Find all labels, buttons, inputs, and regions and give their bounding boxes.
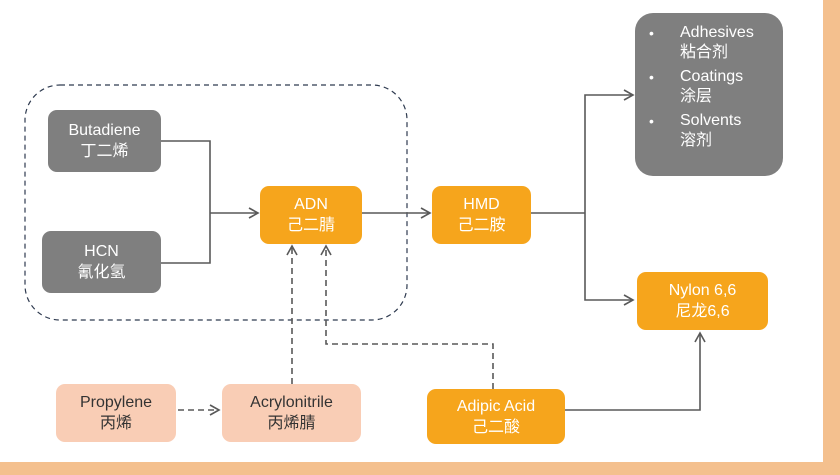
butadiene-connector — [161, 140, 211, 213]
application-cn-label: 涂层 — [680, 88, 713, 105]
hmd-to-nylon-arrow — [584, 213, 635, 306]
bullet-icon: • — [649, 113, 654, 129]
hcn-connector — [161, 213, 211, 264]
page-frame-bottom-border — [0, 462, 840, 475]
propylene-cn-label: 丙烯 — [99, 415, 132, 432]
adipic-acid-to-nylon-arrow — [564, 331, 706, 411]
hmd-cn-label: 己二胺 — [457, 217, 506, 234]
acrylonitrile-cn-label: 丙烯腈 — [267, 415, 316, 432]
adipic-acid-cn-label: 己二酸 — [471, 418, 520, 436]
feedstock-group-outline — [24, 84, 408, 321]
adn-node: ADN 己二腈 — [260, 186, 362, 244]
application-item: • Adhesives 粘合剂 — [635, 23, 783, 67]
application-cn-label: 溶剂 — [680, 132, 713, 149]
hmd-node: HMD 己二胺 — [432, 186, 531, 244]
butadiene-node: Butadiene 丁二烯 — [48, 110, 161, 172]
adipic-acid-en-label: Adipic Acid — [456, 397, 536, 415]
acrylonitrile-node: Acrylonitrile 丙烯腈 — [222, 384, 361, 442]
application-en-label: Coatings — [680, 68, 744, 85]
applications-node: • Adhesives 粘合剂 • Coatings 涂层 • Solvents… — [635, 13, 783, 176]
propylene-en-label: Propylene — [79, 394, 153, 411]
bullet-icon: • — [649, 69, 654, 85]
adipic-acid-node: Adipic Acid 己二酸 — [427, 389, 565, 444]
application-item: • Coatings 涂层 — [635, 67, 783, 111]
hmd-en-label: HMD — [463, 196, 500, 213]
page-frame-right-border — [823, 0, 840, 475]
bullet-icon: • — [649, 25, 654, 41]
application-cn-label: 粘合剂 — [680, 44, 729, 61]
nylon-en-label: Nylon 6,6 — [668, 282, 737, 299]
propylene-node: Propylene 丙烯 — [56, 384, 176, 442]
nylon-node: Nylon 6,6 尼龙6,6 — [637, 272, 768, 330]
hmd-to-applications-arrow — [584, 89, 635, 213]
butadiene-cn-label: 丁二烯 — [80, 143, 129, 160]
adn-cn-label: 己二腈 — [286, 217, 335, 234]
butadiene-en-label: Butadiene — [68, 122, 141, 139]
application-en-label: Solvents — [680, 112, 742, 129]
nylon-cn-label: 尼龙6,6 — [675, 303, 730, 320]
hcn-en-label: HCN — [84, 243, 119, 260]
adn-en-label: ADN — [294, 196, 328, 213]
application-item: • Solvents 溶剂 — [635, 111, 783, 155]
application-en-label: Adhesives — [680, 24, 754, 41]
acrylonitrile-en-label: Acrylonitrile — [250, 394, 333, 411]
adipic-acid-to-adn-arrow — [320, 244, 494, 389]
hcn-node: HCN 氰化氢 — [42, 231, 161, 293]
hcn-cn-label: 氰化氢 — [77, 264, 126, 281]
